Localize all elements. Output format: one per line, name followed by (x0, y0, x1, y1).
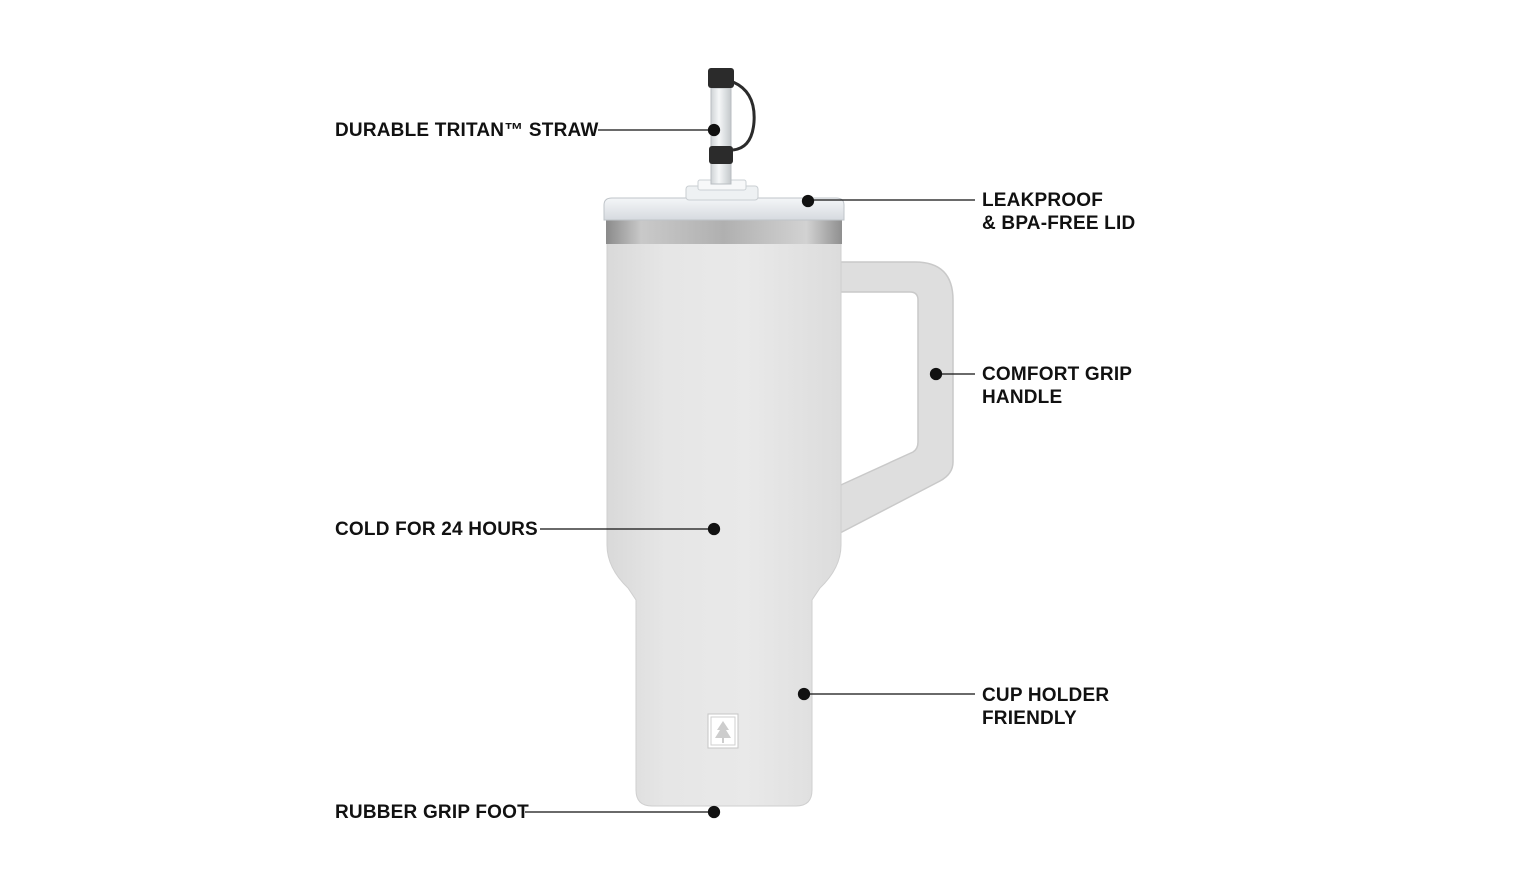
lid-callout-line2: & BPA-FREE LID (982, 213, 1136, 234)
handle-dot (929, 367, 943, 381)
cupholder-dot (797, 687, 811, 701)
foot-dot (707, 805, 721, 819)
straw-callout-text: DURABLE TRITAN™ STRAW (335, 120, 599, 141)
lid (603, 179, 845, 221)
cupholder-callout: CUP HOLDER FRIENDLY (982, 684, 1109, 730)
steel-rim (606, 220, 842, 244)
foot-callout: RUBBER GRIP FOOT (335, 801, 529, 824)
straw (708, 68, 756, 185)
foot-callout-text: RUBBER GRIP FOOT (335, 802, 529, 823)
straw-callout: DURABLE TRITAN™ STRAW (335, 119, 599, 142)
tumbler-body (606, 241, 842, 807)
straw-dot (707, 123, 721, 137)
handle-callout-line1: COMFORT GRIP (982, 364, 1133, 385)
lid-callout: LEAKPROOF & BPA-FREE LID (982, 189, 1135, 235)
cold-dot (707, 522, 721, 536)
handle-callout-line2: HANDLE (982, 387, 1063, 408)
cupholder-callout-line2: FRIENDLY (982, 708, 1077, 729)
handle-callout: COMFORT GRIP HANDLE (982, 363, 1132, 409)
leader-lines (525, 123, 975, 819)
cold-callout-text: COLD FOR 24 HOURS (335, 519, 538, 540)
handle (833, 261, 954, 534)
lid-callout-line1: LEAKPROOF (982, 190, 1104, 211)
cold-callout: COLD FOR 24 HOURS (335, 518, 538, 541)
lid-dot (801, 194, 815, 208)
cupholder-callout-line1: CUP HOLDER (982, 685, 1110, 706)
tree-logo-icon (707, 713, 739, 749)
